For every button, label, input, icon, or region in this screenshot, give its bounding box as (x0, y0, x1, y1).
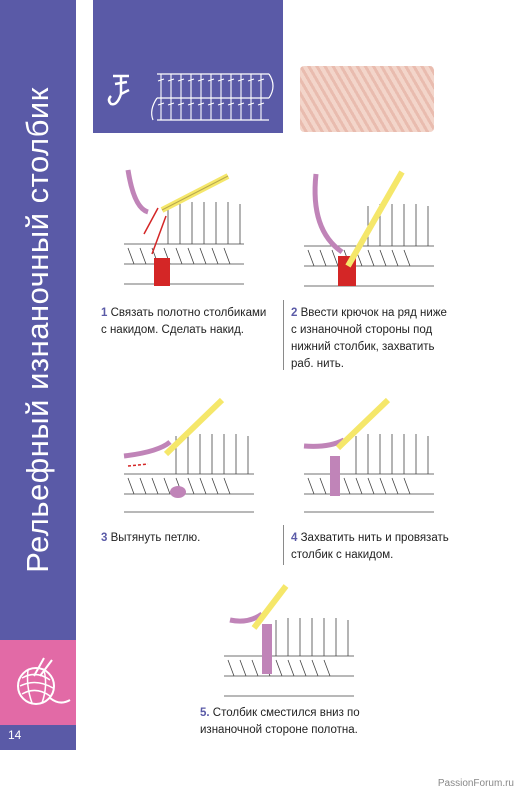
chart-stitch (227, 97, 235, 120)
step-1-line-2: с накидом. Сделать накид. (101, 324, 244, 336)
sidebar-title-box: Рельефный изнаночный столбик (0, 0, 76, 640)
stitch-symbol-icon (107, 73, 274, 121)
chart-stitch (207, 97, 215, 120)
chart-stitch (177, 73, 185, 98)
step-1-line-1: Связать полотно столбиками (110, 307, 267, 319)
chart-stitch (247, 97, 255, 120)
chart-stitch (157, 73, 165, 98)
step-1-caption: 1 Связать полотно столбиками с накидом. … (101, 305, 266, 339)
chart-stitch (167, 73, 175, 98)
step-4-line-1: Захватить нить и провязать (300, 532, 449, 544)
step-5-number: 5. (200, 707, 210, 719)
yarn-ball-icon (17, 657, 71, 705)
column-divider (283, 300, 284, 370)
chart-stitch (247, 73, 255, 98)
step-2-caption: 2 Ввести крючок на ряд ниже с изнаночной… (291, 305, 447, 373)
yarn-ball-badge (0, 640, 76, 725)
chart-stitch (197, 73, 205, 98)
step-4-line-2: столбик с накидом. (291, 549, 394, 561)
chart-stitch (227, 73, 235, 98)
watermark: PassionForum.ru (437, 778, 514, 789)
step-3-number: 3 (101, 532, 108, 544)
chart-stitch (257, 97, 265, 120)
chart-stitch (217, 97, 225, 120)
step-2-line-4: раб. нить. (291, 358, 344, 370)
step-4-illustration (303, 397, 434, 513)
chart-stitch (197, 97, 205, 120)
chart-stitch (217, 73, 225, 98)
header-band (93, 0, 283, 133)
knitted-swatch-photo (300, 66, 434, 132)
step-3-illustration (123, 397, 254, 513)
chart-stitch (167, 97, 175, 120)
chart-stitches (157, 73, 265, 120)
page-title: Рельефный изнаночный столбик (20, 87, 55, 573)
step-2-illustration (304, 170, 434, 287)
chart-stitch (187, 73, 195, 98)
step-5-line-2: изнаночной стороне полотна. (200, 724, 358, 736)
step-5-line-1: Столбик сместился вниз по (212, 707, 360, 719)
chart-stitch (157, 97, 165, 120)
step-1-illustration (124, 169, 244, 286)
column-divider-2 (283, 525, 284, 565)
chart-stitch (177, 97, 185, 120)
step-2-line-1: Ввести крючок на ряд ниже (300, 307, 447, 319)
chart-stitch (187, 97, 195, 120)
chart-stitch (207, 73, 215, 98)
chart-stitch (237, 73, 245, 98)
sidebar: Рельефный изнаночный столбик 14 (0, 0, 76, 750)
page-number: 14 (8, 728, 22, 742)
step-4-caption: 4 Захватить нить и провязать столбик с н… (291, 530, 449, 564)
step-5-caption: 5. Столбик сместился вниз по изнаночной … (200, 705, 360, 739)
step-3-line-1: Вытянуть петлю. (110, 532, 201, 544)
step-2-line-3: нижний столбик, захватить (291, 341, 435, 353)
chart-stitch (237, 97, 245, 120)
step-5-illustration (224, 584, 354, 697)
step-4-number: 4 (291, 532, 298, 544)
step-3-caption: 3 Вытянуть петлю. (101, 530, 200, 547)
chart-stitch (257, 73, 265, 98)
step-2-line-2: с изнаночной стороны под (291, 324, 433, 336)
step-1-number: 1 (101, 307, 108, 319)
step-2-number: 2 (291, 307, 298, 319)
